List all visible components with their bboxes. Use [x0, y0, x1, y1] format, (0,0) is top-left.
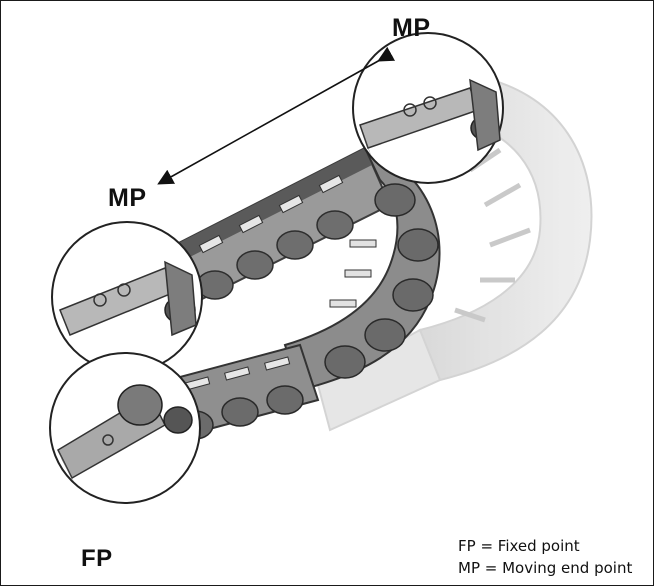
moving-point-label-left: MP	[108, 184, 147, 213]
moving-point-detail-top	[353, 33, 503, 183]
moving-point-detail-left	[52, 222, 202, 372]
fixed-point-detail	[50, 353, 200, 503]
legend-fixed-point: FP = Fixed point	[458, 535, 580, 557]
moving-point-label-top: MP	[392, 14, 431, 43]
fixed-point-label: FP	[81, 545, 113, 573]
legend-moving-point: MP = Moving end point	[458, 557, 632, 579]
